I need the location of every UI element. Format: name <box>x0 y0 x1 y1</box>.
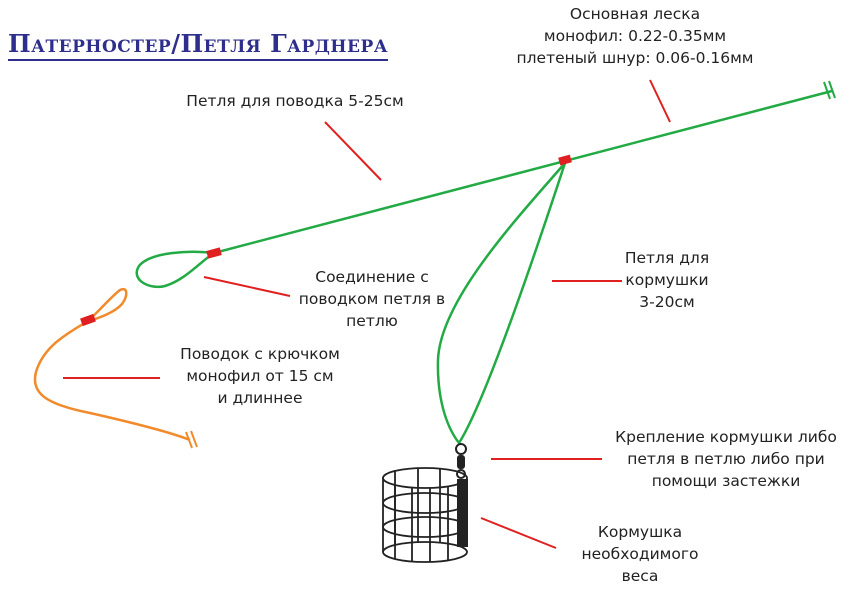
feeder-cage <box>382 467 468 563</box>
hook-leader <box>33 319 191 442</box>
leader-loop-knot <box>206 247 222 259</box>
feeder-weight <box>457 479 468 547</box>
hook-leader-end-mark <box>190 430 198 448</box>
main-line-end-mark <box>828 80 836 99</box>
pointer-feeder <box>480 517 557 549</box>
swivel-ring <box>455 443 467 455</box>
hook-leader-loop <box>87 287 128 323</box>
label-main-line: Основная леска монофил: 0.22-0.35мм плет… <box>516 5 754 67</box>
main-line-end-mark <box>823 81 831 100</box>
hook-leader-end-mark <box>185 431 193 449</box>
hook-leader-knot <box>80 313 96 327</box>
label-feeder-loop: Петля для кормушки 3-20см <box>624 249 710 311</box>
pointer-leader-loop <box>324 121 382 181</box>
feeder-loop-knot <box>558 154 572 166</box>
pointer-connection <box>203 276 291 297</box>
pointer-lines <box>63 79 671 549</box>
leader-loop <box>135 250 215 289</box>
swivel-body <box>457 455 465 469</box>
pointer-main-line <box>649 79 671 123</box>
diagram-title: Патерностер/Петля Гарднера <box>8 30 389 61</box>
feeder-loop <box>436 162 567 446</box>
main-line <box>213 89 833 255</box>
label-feeder: Кормушка необходимого веса <box>581 523 699 585</box>
label-feeder-attach: Крепление кормушки либо петля в петлю ли… <box>615 428 837 490</box>
label-connection: Соединение с поводком петля в петлю <box>298 268 446 330</box>
label-hook-leader: Поводок с крючком монофил от 15 см и дли… <box>180 345 340 407</box>
label-leader-loop: Петля для поводка 5-25см <box>186 92 404 110</box>
